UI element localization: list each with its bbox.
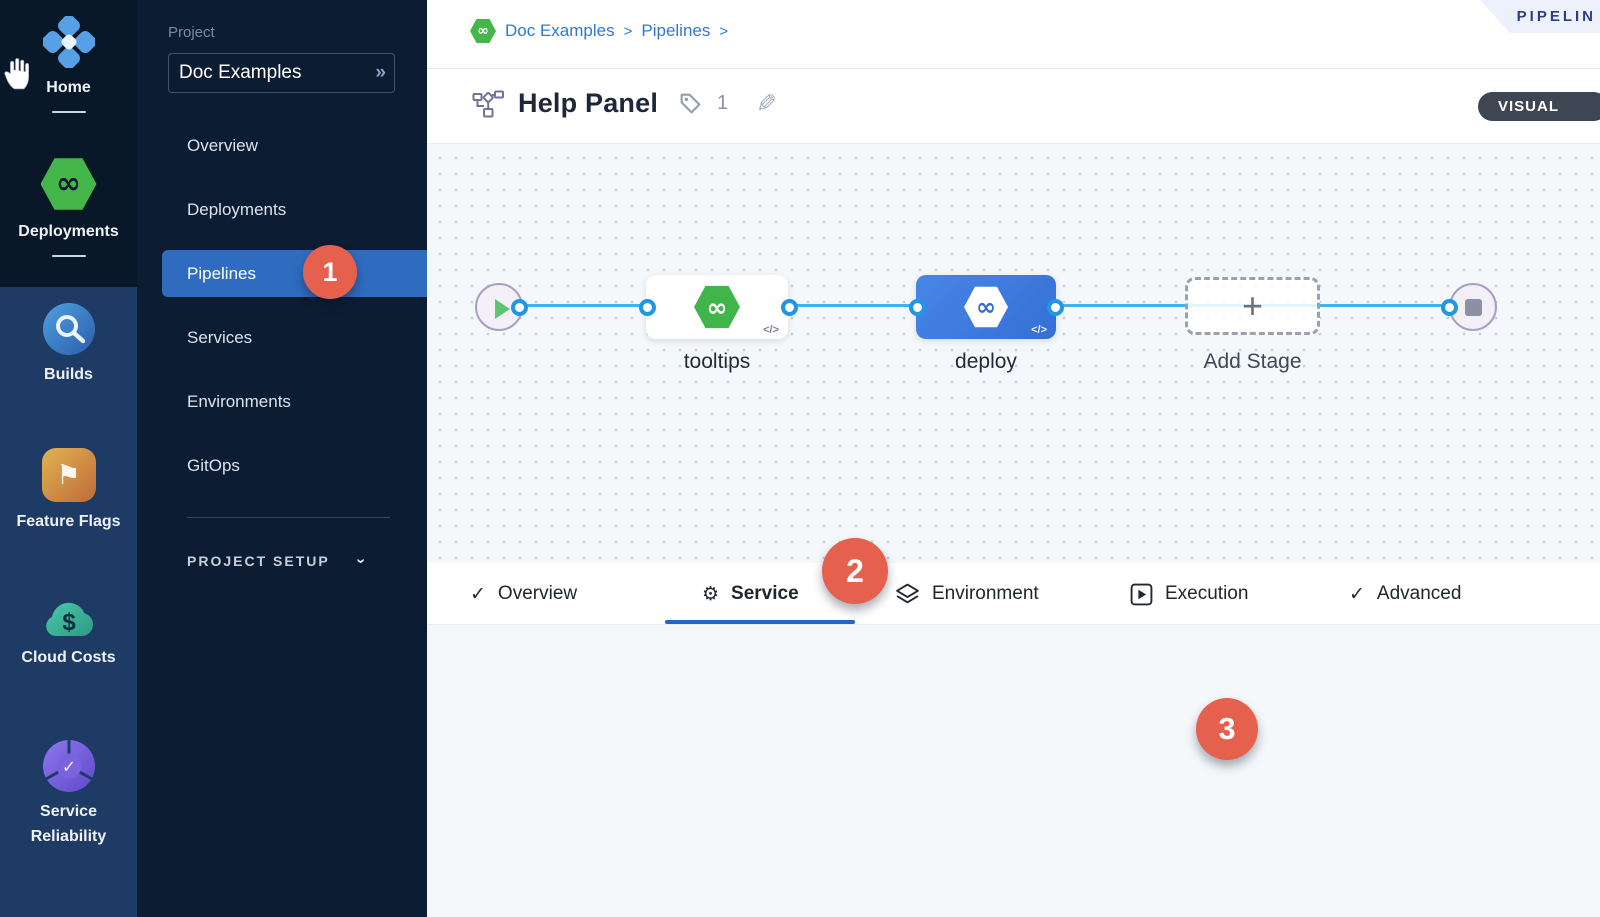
tag-icon[interactable] [678, 91, 703, 116]
module-sidebar: Home ∞ Deployments Builds ⚑ Fe [0, 0, 137, 917]
connection-point[interactable] [639, 299, 656, 316]
active-tab-indicator [665, 620, 855, 624]
project-selector[interactable]: Doc Examples » [168, 53, 395, 93]
sidebar-item-environments[interactable]: Environments [187, 392, 291, 411]
hand-cursor [4, 58, 29, 90]
sidebar-item-label: Pipelines [187, 263, 256, 283]
tab-service[interactable]: ⚙ Service [702, 583, 799, 605]
environment-icon [896, 583, 919, 603]
callout-badge-1: 1 [303, 245, 357, 299]
stage-node-tooltips[interactable]: ∞ </> [646, 275, 788, 339]
sidebar-item-label: Feature Flags [16, 513, 121, 530]
breadcrumb-separator: > [719, 22, 729, 40]
callout-badge-3: 3 [1196, 698, 1258, 760]
connection-point[interactable] [909, 299, 926, 316]
expand-project-icon[interactable]: » [375, 62, 385, 83]
harness-stage-icon: ∞ [694, 285, 740, 329]
feature-flags-icon: ⚑ [41, 448, 96, 502]
sidebar-item-service-reliability[interactable]: ✓ Service Reliability [0, 740, 137, 850]
sidebar-item-pipelines[interactable]: Pipelines [162, 250, 427, 297]
sidebar-item-label: Deployments [18, 223, 119, 240]
check-icon: ✓ [1349, 583, 1365, 605]
tag-count: 1 [717, 92, 729, 114]
stage-tabbar: ✓ Overview ⚙ Service Environment Execu [427, 563, 1600, 625]
stage-label: tooltips [683, 350, 751, 373]
svg-text:$: $ [62, 609, 76, 636]
breadcrumb-link-project[interactable]: Doc Examples [505, 21, 615, 40]
stage-label: deploy [955, 350, 1017, 373]
sidebar-item-gitops[interactable]: GitOps [187, 456, 240, 475]
execution-icon [1130, 583, 1153, 605]
check-icon: ✓ [470, 583, 486, 605]
stop-icon [1465, 299, 1482, 316]
sidebar-item-deployments[interactable]: ∞ Deployments [0, 156, 137, 257]
pipeline-canvas[interactable]: ∞ </> tooltips ∞ </> deploy + Add Stage [427, 144, 1600, 563]
active-indicator [51, 110, 86, 113]
service-reliability-icon: ✓ [42, 740, 95, 792]
gear-icon: ⚙ [702, 583, 720, 605]
project-section-label: Project [168, 24, 215, 41]
header-divider [427, 68, 1600, 69]
active-indicator [51, 254, 86, 257]
sidebar-divider [187, 517, 390, 518]
sidebar-item-feature-flags[interactable]: ⚑ Feature Flags [0, 448, 137, 535]
module-sidebar-lower-section [0, 287, 137, 917]
sidebar-item-services[interactable]: Services [187, 328, 253, 347]
sidebar-item-overview[interactable]: Overview [187, 136, 258, 155]
sidebar-item-builds[interactable]: Builds [0, 303, 137, 388]
connection-point[interactable] [511, 299, 528, 316]
builds-icon [42, 303, 95, 355]
pipeline-studio-ribbon: PIPELIN [1480, 0, 1600, 33]
play-icon [495, 299, 510, 319]
breadcrumb-link-pipelines[interactable]: Pipelines [641, 21, 711, 40]
add-stage-label: Add Stage [1203, 350, 1302, 373]
pipeline-title-row: Help Panel 1 ✎ [472, 88, 777, 119]
callout-badge-2: 2 [822, 538, 888, 604]
breadcrumb-separator: > [623, 22, 633, 40]
service-config-panel: Select Service i - Select Service - › [427, 625, 1600, 917]
title-divider [427, 143, 1600, 144]
connection-point[interactable] [1441, 299, 1458, 316]
connection-point[interactable] [1047, 299, 1064, 316]
home-icon [42, 16, 95, 68]
project-setup-toggle[interactable]: PROJECT SETUP › [187, 553, 370, 569]
project-sidebar: Project Doc Examples » Overview Deployme… [137, 0, 427, 917]
deployments-icon: ∞ [40, 158, 97, 210]
breadcrumb: ∞ Doc Examples > Pipelines > [470, 18, 728, 44]
tab-execution[interactable]: Execution [1130, 563, 1248, 625]
code-icon: </> [763, 324, 779, 336]
sidebar-item-deployments-nav[interactable]: Deployments [187, 200, 287, 219]
main-content: ∞ Doc Examples > Pipelines > PIPELIN Hel… [427, 0, 1600, 917]
sidebar-item-label: Home [46, 79, 91, 96]
add-stage-button[interactable]: + [1185, 277, 1320, 335]
svg-text:✓: ✓ [61, 758, 75, 778]
visual-yaml-toggle[interactable]: VISUAL [1478, 92, 1600, 121]
sidebar-item-cloud-costs[interactable]: $ Cloud Costs [0, 596, 137, 671]
sidebar-item-home[interactable]: Home [0, 16, 137, 113]
pipeline-icon [472, 90, 504, 117]
page-title: Help Panel [518, 88, 659, 118]
cloud-costs-icon: $ [45, 602, 93, 636]
code-icon: </> [1031, 324, 1047, 336]
stage-node-deploy[interactable]: ∞ </> [916, 275, 1056, 339]
tab-environment[interactable]: Environment [895, 563, 1039, 625]
harness-stage-icon: ∞ [964, 286, 1008, 328]
project-name: Doc Examples [179, 62, 302, 83]
edit-pencil-icon[interactable]: ✎ [756, 89, 778, 118]
sidebar-item-label: Cloud Costs [21, 649, 116, 666]
chevron-down-icon: › [352, 558, 370, 566]
tab-overview[interactable]: ✓ Overview [470, 583, 578, 605]
sidebar-item-label: Service Reliability [30, 803, 107, 845]
connection-point[interactable] [781, 299, 798, 316]
sidebar-item-label: Builds [44, 366, 93, 383]
harness-project-icon: ∞ [470, 19, 496, 43]
tab-advanced[interactable]: ✓ Advanced [1349, 583, 1462, 605]
